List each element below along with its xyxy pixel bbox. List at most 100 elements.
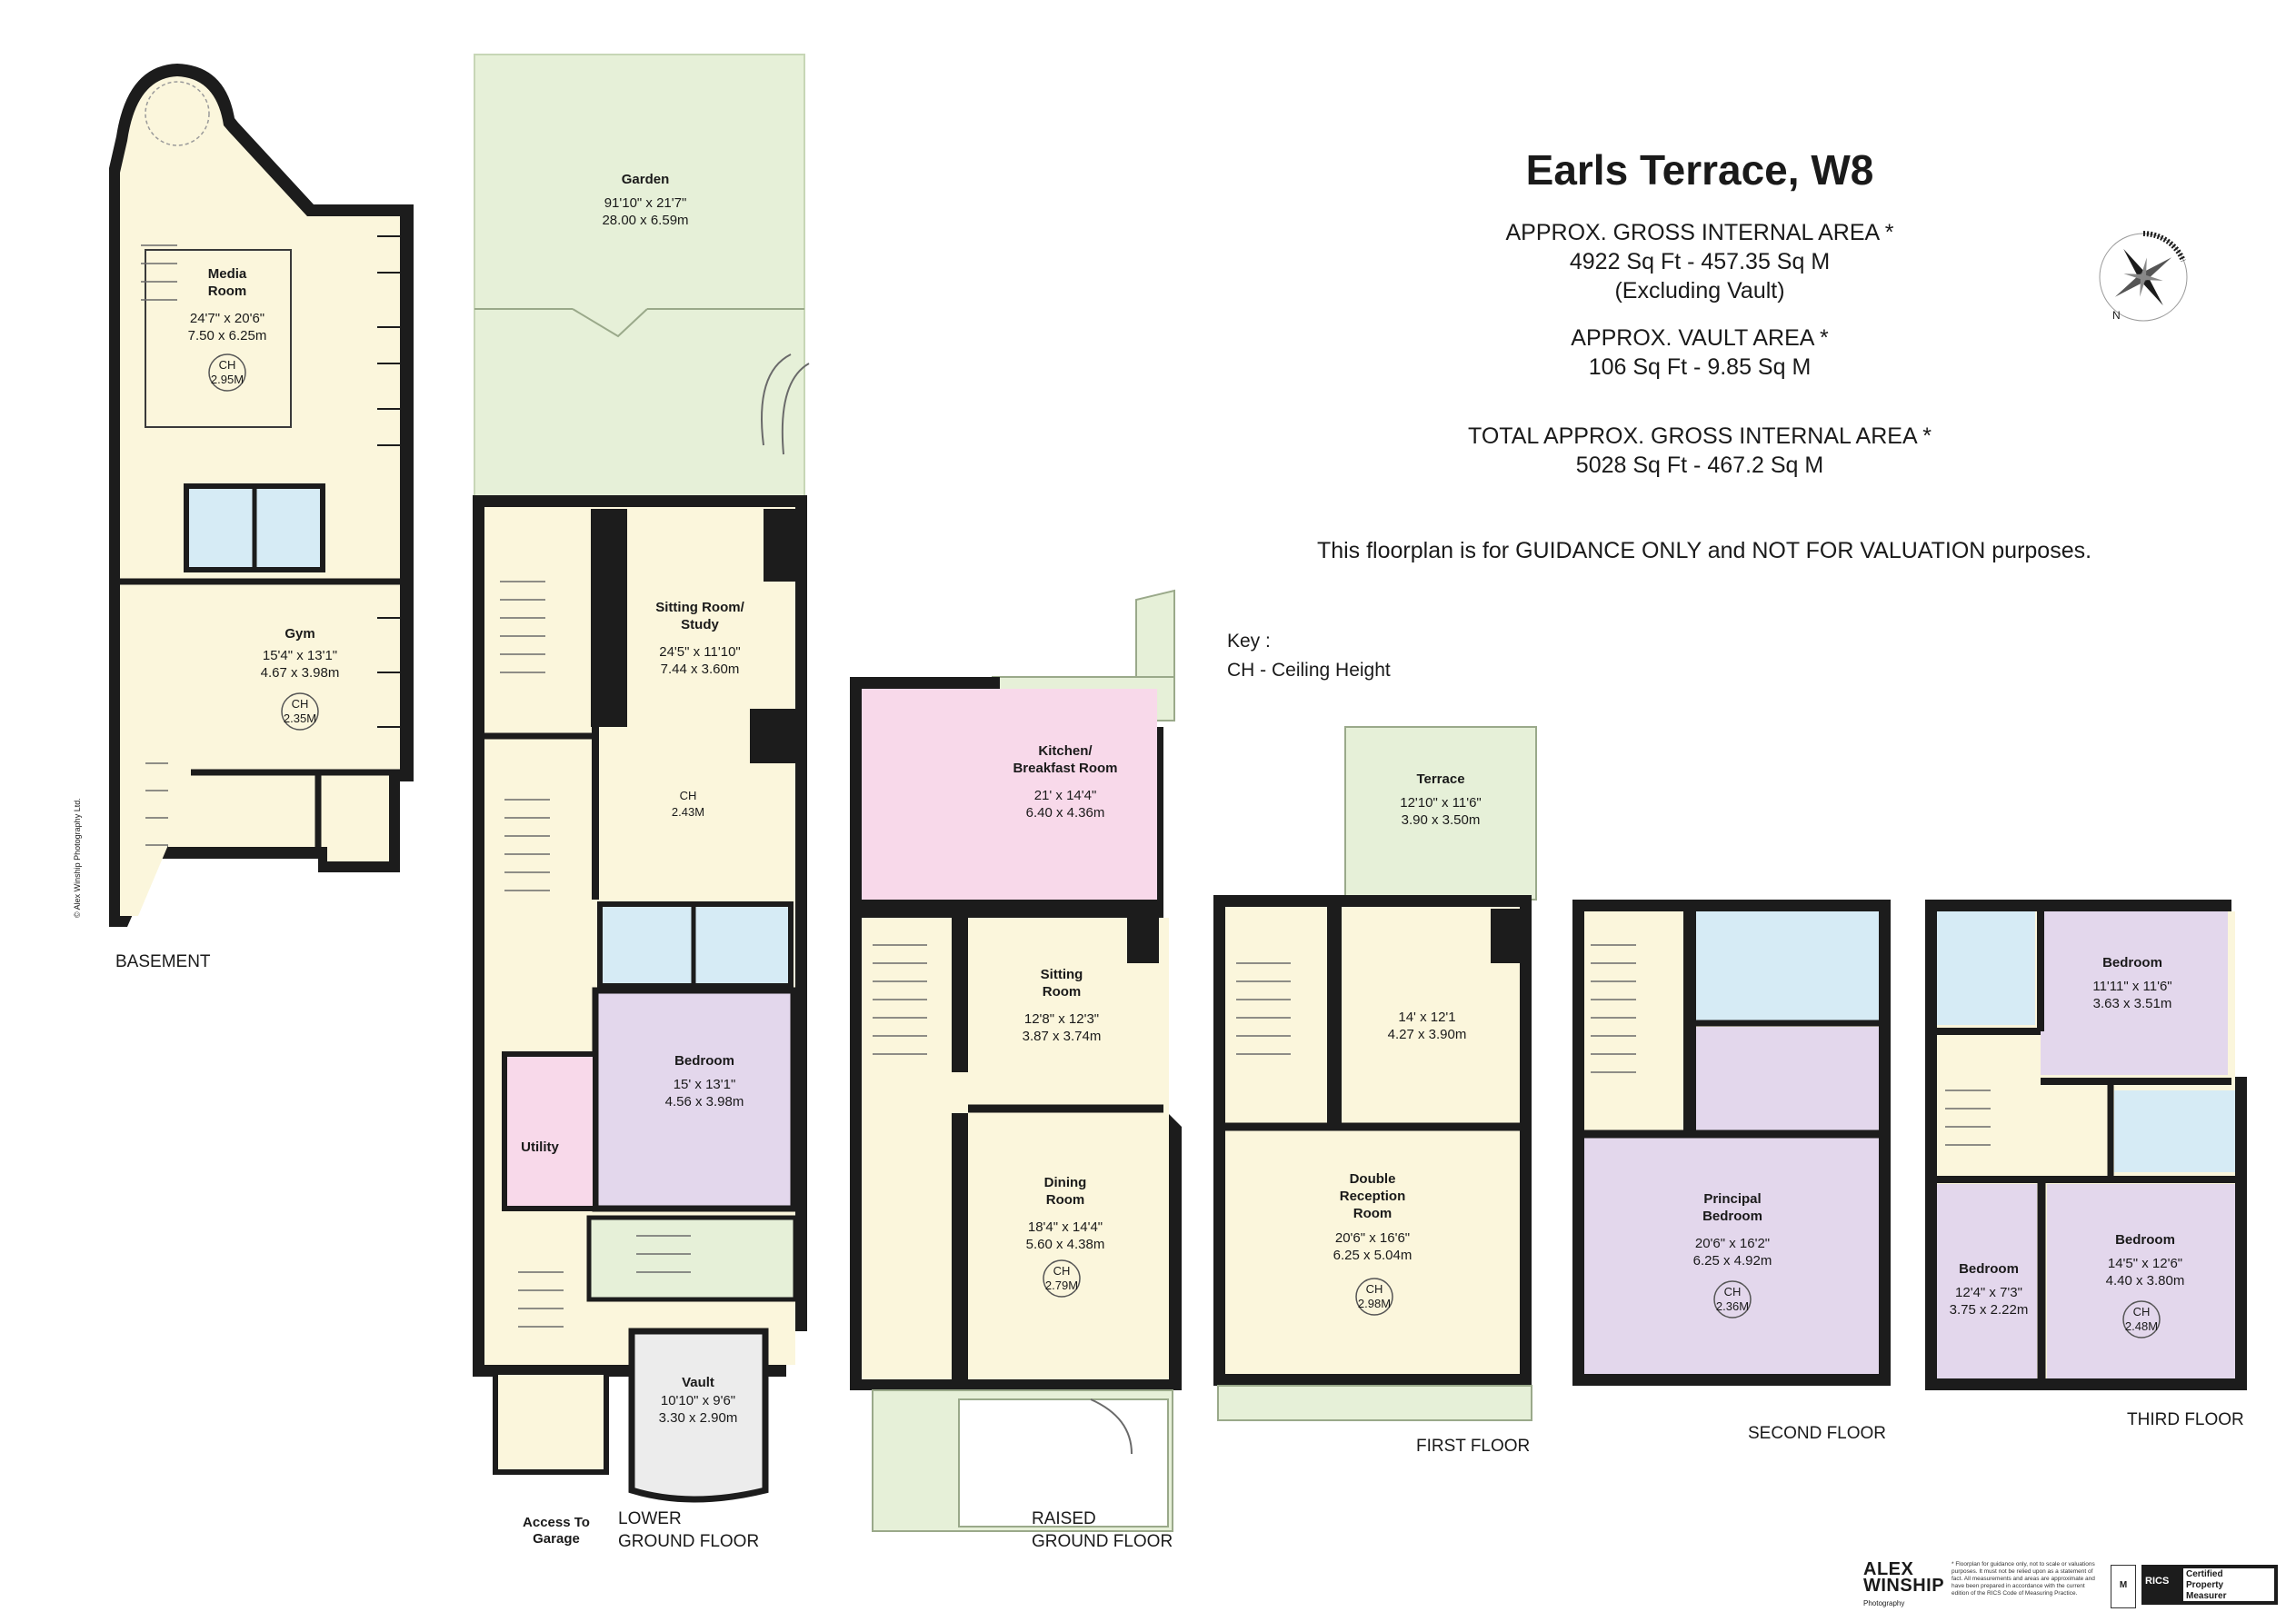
- sitting-label-1: Sitting: [1041, 967, 1083, 982]
- gross-area-value: 4922 Sq Ft - 457.35 Sq M: [1569, 249, 1831, 274]
- third-bedroom-right-label: Bedroom: [2115, 1232, 2175, 1248]
- svg-text:CH: CH: [1366, 1282, 1383, 1296]
- footer: ALEX WINSHIP Photography * Floorplan for…: [1863, 1554, 2291, 1617]
- sitting-metric: 3.87 x 3.74m: [1023, 1029, 1102, 1044]
- principal-imperial: 20'6" x 16'2": [1695, 1236, 1770, 1251]
- rics-badge: RICS Certified Property Measurer: [2141, 1565, 2278, 1605]
- rics-text-1: Certified: [2186, 1569, 2223, 1579]
- sitting-study-ceiling: 2.43M: [672, 805, 704, 819]
- third-bedroom-right-room: [2047, 1184, 2235, 1378]
- raised-ground-label-1: RAISED: [1032, 1509, 1096, 1528]
- svg-text:CH: CH: [2133, 1305, 2151, 1318]
- principal-bedroom-room: [1584, 1136, 1879, 1374]
- rics-text-3: Measurer: [2186, 1591, 2227, 1601]
- total-area-value: 5028 Sq Ft - 467.2 Sq M: [1575, 453, 1824, 478]
- third-bedroom-small-metric: 3.75 x 2.22m: [1950, 1302, 2029, 1318]
- disclaimer-text: * Floorplan for guidance only, not to sc…: [1952, 1561, 2095, 1597]
- double-reception-label-1: Double: [1350, 1171, 1396, 1187]
- first-floor: Terrace 12'10" x 11'6" 3.90 x 3.50m 14' …: [1213, 726, 1537, 1456]
- dining-metric: 5.60 x 4.38m: [1026, 1237, 1105, 1252]
- key-item: CH - Ceiling Height: [1227, 660, 1391, 681]
- garden-metric: 28.00 x 6.59m: [602, 213, 688, 228]
- third-bedroom-small-imperial: 12'4" x 7'3": [1955, 1285, 2022, 1300]
- sitting-study-metric: 7.44 x 3.60m: [661, 662, 740, 677]
- principal-ceiling: 2.36M: [1716, 1299, 1749, 1313]
- brand-subtitle: Photography: [1863, 1599, 1905, 1607]
- svg-text:CH: CH: [680, 789, 697, 802]
- vault-room: [628, 1328, 769, 1503]
- dining-label-2: Room: [1046, 1192, 1085, 1208]
- second-floor-label: SECOND FLOOR: [1748, 1424, 1886, 1443]
- third-bedroom-small-label: Bedroom: [1959, 1261, 2019, 1277]
- first-room-metric: 4.27 x 3.90m: [1388, 1027, 1467, 1042]
- basement-cupboard-doors: [377, 235, 400, 728]
- basement-label: BASEMENT: [115, 952, 211, 971]
- third-bedroom-small-room: [1937, 1184, 2037, 1378]
- media-room-label-1: Media: [208, 266, 247, 282]
- third-bath-right: [2114, 1090, 2235, 1172]
- vault-label: Vault: [682, 1375, 714, 1390]
- sitting-imperial: 12'8" x 12'3": [1024, 1011, 1099, 1027]
- double-reception-metric: 6.25 x 5.04m: [1333, 1248, 1413, 1263]
- double-reception-imperial: 20'6" x 16'6": [1335, 1230, 1410, 1246]
- dining-label-1: Dining: [1044, 1175, 1087, 1190]
- svg-text:CH: CH: [292, 697, 309, 711]
- total-area-heading: TOTAL APPROX. GROSS INTERNAL AREA *: [1468, 423, 1932, 449]
- third-bath-top: [1937, 911, 2035, 1025]
- dining-imperial: 18'4" x 14'4": [1028, 1219, 1103, 1235]
- garden-imperial: 91'10" x 21'7": [604, 195, 687, 211]
- raised-ground-label-2: GROUND FLOOR: [1032, 1532, 1173, 1551]
- lg-bedroom-imperial: 15' x 13'1": [674, 1077, 736, 1092]
- third-bedroom-top-label: Bedroom: [2102, 955, 2162, 970]
- key-title: Key :: [1227, 631, 1271, 652]
- double-reception-ceiling: 2.98M: [1358, 1297, 1391, 1310]
- basement-floor: Media Room 24'7" x 20'6" 7.50 x 6.25m CH…: [109, 64, 414, 971]
- lower-ground-lightwell: [586, 1215, 798, 1302]
- kitchen-metric: 6.40 x 4.36m: [1026, 805, 1105, 821]
- gym-metric: 4.67 x 3.98m: [261, 665, 340, 681]
- garden-label: Garden: [622, 172, 670, 187]
- guidance-note: This floorplan is for GUIDANCE ONLY and …: [1316, 538, 2092, 563]
- raised-ground-floor: Kitchen/ Breakfast Room 21' x 14'4" 6.40…: [850, 589, 1182, 1551]
- second-floor: Principal Bedroom 20'6" x 16'2" 6.25 x 4…: [1572, 900, 1891, 1443]
- media-room-imperial: 24'7" x 20'6": [190, 311, 265, 326]
- lower-ground-label-1: LOWER: [618, 1509, 682, 1528]
- gross-area-note: (Excluding Vault): [1614, 278, 1785, 304]
- third-bedroom-top-imperial: 11'11" x 11'6": [2092, 979, 2171, 994]
- vault-area-value: 106 Sq Ft - 9.85 Sq M: [1588, 354, 1812, 380]
- sitting-label-2: Room: [1043, 984, 1082, 1000]
- access-label-2: Garage: [533, 1531, 580, 1547]
- rics-logo: RICS: [2145, 1576, 2170, 1587]
- second-floor-bath: [1691, 911, 1879, 1020]
- third-bedroom-right-ceiling: 2.48M: [2125, 1319, 2158, 1333]
- brand-logo: ALEX WINSHIP: [1863, 1560, 1945, 1596]
- terrace-label: Terrace: [1416, 771, 1464, 787]
- media-room-metric: 7.50 x 6.25m: [188, 328, 267, 343]
- sitting-study-label-1: Sitting Room/: [655, 600, 744, 615]
- principal-label-2: Bedroom: [1702, 1209, 1762, 1224]
- kitchen-label-2: Breakfast Room: [1013, 761, 1117, 776]
- media-room-inner: [145, 249, 292, 428]
- third-bedroom-top-metric: 3.63 x 3.51m: [2093, 996, 2172, 1011]
- brand-line-2: WINSHIP: [1863, 1576, 1945, 1596]
- svg-text:CH: CH: [1724, 1285, 1742, 1299]
- compass-icon: N: [2099, 231, 2188, 322]
- kitchen-label-1: Kitchen/: [1038, 743, 1093, 759]
- sitting-study-label-2: Study: [681, 617, 719, 632]
- vault-imperial: 10'10" x 9'6": [661, 1393, 735, 1408]
- lg-bedroom-metric: 4.56 x 3.98m: [665, 1094, 744, 1110]
- copyright-credit: © Alex Winship Photography Ltd.: [73, 798, 82, 918]
- first-floor-fill: [1225, 907, 1520, 1374]
- gym-label: Gym: [285, 626, 314, 642]
- dining-ceiling: 2.79M: [1045, 1279, 1078, 1292]
- third-bedroom-right-imperial: 14'5" x 12'6": [2108, 1256, 2182, 1271]
- principal-label-1: Principal: [1703, 1191, 1761, 1207]
- property-title: Earls Terrace, W8: [1525, 146, 1874, 194]
- gym-imperial: 15'4" x 13'1": [263, 648, 337, 663]
- third-floor: Bedroom 11'11" x 11'6" 3.63 x 3.51m Bedr…: [1925, 900, 2247, 1429]
- kitchen-room: [862, 689, 1157, 900]
- third-floor-label: THIRD FLOOR: [2127, 1410, 2244, 1429]
- third-bedroom-right-metric: 4.40 x 3.80m: [2106, 1273, 2185, 1289]
- svg-text:CH: CH: [219, 358, 236, 372]
- terrace-metric: 3.90 x 3.50m: [1402, 812, 1481, 828]
